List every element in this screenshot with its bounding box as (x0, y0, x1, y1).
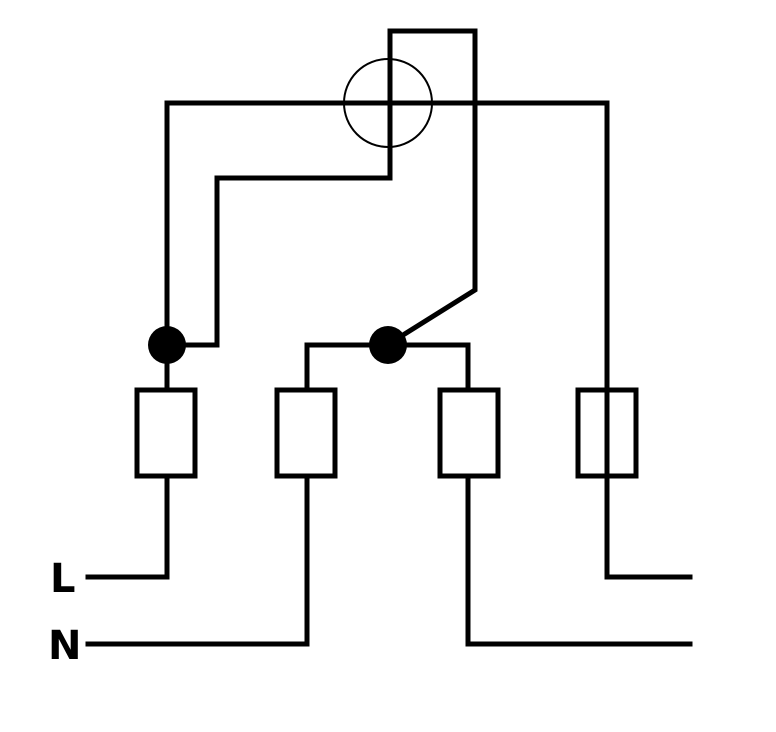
wire-live-top-loop (164, 100, 693, 580)
terminal-labels: L N (48, 556, 81, 669)
terminal-label-live: L (50, 556, 76, 602)
fuse-2 (274, 387, 338, 479)
terminal-label-neutral: N (48, 623, 81, 669)
junctions (148, 326, 407, 364)
fuse-1 (134, 387, 198, 479)
junction-dot-middle (369, 326, 407, 364)
wire-meter-loop (387, 28, 478, 339)
meter (343, 58, 433, 148)
fuses (134, 387, 639, 479)
wires (85, 28, 693, 647)
wire-live-terminal (85, 473, 170, 580)
meter-circle-icon (343, 58, 433, 148)
fuse-4 (575, 387, 639, 479)
wire-meter-to-junction (164, 28, 393, 348)
junction-dot-left (148, 326, 186, 364)
wire-neutral-output (465, 473, 693, 647)
fuse-3 (437, 387, 501, 479)
wire-neutral-terminal (85, 473, 310, 647)
